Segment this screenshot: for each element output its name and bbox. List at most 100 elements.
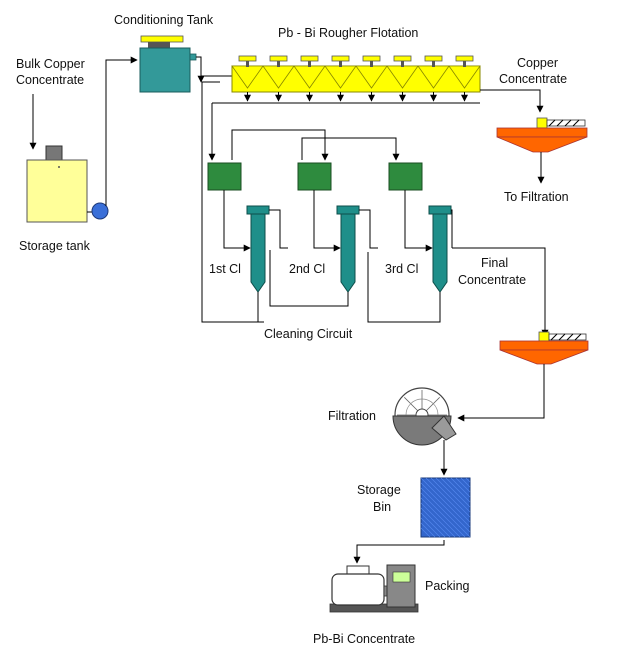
copper-thickener-drive — [536, 117, 548, 129]
rougher-cell-drive — [331, 55, 350, 62]
rougher-flotation-label: Pb - Bi Rougher Flotation — [278, 26, 418, 40]
copper-thickener-bridge — [546, 119, 586, 127]
copper-concentrate-label-1: Copper — [517, 56, 558, 70]
rougher-cell-drive — [300, 55, 319, 62]
cleaner-3-overflow — [451, 209, 453, 248]
final-thickener-drive — [538, 331, 550, 342]
rougher-cell-drive — [424, 55, 443, 62]
cleaner-3-label: 3rd Cl — [385, 262, 418, 276]
copper-concentrate-line — [480, 89, 544, 113]
cleaner-2-overflow — [359, 209, 378, 249]
storage-bin-label-1: Storage — [357, 483, 401, 497]
bin-hatch-line — [425, 477, 471, 523]
bin-hatch-line — [435, 477, 471, 513]
final-concentrate-label-1: Final — [481, 256, 508, 270]
bin-hatch-line — [440, 477, 471, 508]
cleaner-feed-line-3 — [404, 190, 433, 252]
feed-pump-icon — [91, 202, 109, 220]
final-thickener-truss — [550, 333, 582, 341]
cleaner-1-overflow — [269, 209, 288, 249]
cleaner-conditioner-2 — [297, 162, 332, 191]
rougher-cell-shaft — [432, 61, 435, 67]
thickener-to-filter-line — [457, 364, 545, 422]
cleaner-column-head-2 — [336, 205, 360, 215]
rougher-cell-drive — [393, 55, 412, 62]
packing-label: Packing — [425, 579, 470, 593]
rougher-cell-shaft — [308, 61, 311, 67]
storage-tank-motor — [45, 145, 63, 162]
rougher-cell-shaft — [370, 61, 373, 67]
copper-thickener-tank — [496, 127, 588, 138]
storage-bin-label-2: Bin — [373, 500, 391, 514]
bin-hatch-line — [455, 477, 471, 493]
conditioning-tank-label: Conditioning Tank — [114, 13, 214, 27]
storage-tank-mark — [58, 166, 60, 168]
conditioning-agitator-drive — [140, 35, 184, 43]
conditioning-tank — [139, 47, 191, 93]
pb-bi-concentrate-label: Pb-Bi Concentrate — [313, 632, 415, 646]
rougher-cell-drive — [455, 55, 474, 62]
bin-hatch-line — [445, 477, 471, 503]
storage-bin — [420, 477, 471, 538]
final-thickener-tank — [499, 340, 589, 351]
final-concentrate-line — [452, 247, 549, 337]
drum-filter-discharge — [431, 415, 457, 441]
rougher-cell-drive — [362, 55, 381, 62]
bin-to-packing-line — [353, 540, 445, 564]
storage-tank-label: Storage tank — [19, 239, 91, 253]
bin-hatch-line — [430, 477, 471, 518]
bin-hatch-line — [465, 477, 471, 483]
packing-display — [392, 571, 411, 583]
bin-hatch-line — [420, 482, 471, 533]
bin-hatch-line — [450, 477, 471, 498]
bin-hatch-line — [420, 517, 441, 538]
cleaner-column-head-3 — [428, 205, 452, 215]
bin-hatch-line — [420, 507, 451, 538]
conditioning-agitator-shaft — [148, 42, 170, 48]
rougher-cell-shaft — [246, 61, 249, 67]
copper-thickener-cone — [496, 136, 588, 153]
packing-body — [331, 573, 385, 606]
rougher-cell-shaft — [463, 61, 466, 67]
storage-tank — [26, 159, 88, 223]
recirc-line-1 — [231, 129, 329, 161]
final-concentrate-label-2: Concentrate — [458, 273, 526, 287]
rougher-cell-shaft — [277, 61, 280, 67]
cleaner-column-1 — [250, 213, 266, 293]
packing-machine — [329, 564, 419, 613]
copper-thickener — [496, 117, 588, 153]
cleaner-feed-line-1 — [223, 190, 251, 252]
cleaner-conditioner-1 — [207, 162, 242, 191]
rougher-flotation-bank — [231, 55, 481, 102]
cleaner-2-tails — [269, 250, 349, 307]
bin-hatch-line — [420, 497, 461, 538]
pump-to-conditioning-line — [105, 56, 138, 206]
bulk-copper-label-1: Bulk Copper — [16, 57, 85, 71]
bin-hatch-line — [420, 492, 466, 538]
bulk-copper-label-2: Concentrate — [16, 73, 84, 87]
bin-hatch-line — [420, 527, 431, 538]
cleaning-circuit-label: Cleaning Circuit — [264, 327, 353, 341]
bin-hatch-line — [420, 522, 436, 538]
bin-hatch-line — [420, 477, 471, 528]
cleaner-conditioner-3 — [388, 162, 423, 191]
copper-concentrate-label-2: Concentrate — [499, 72, 567, 86]
recirc-line-2 — [301, 137, 400, 161]
cleaner-1-label: 1st Cl — [209, 262, 241, 276]
copper-thickener-truss — [548, 119, 580, 127]
cleaner-feed-line-2 — [313, 190, 341, 252]
rougher-cell-drive — [238, 55, 257, 62]
rougher-cell-shaft — [401, 61, 404, 67]
cleaner-tails-return-line — [201, 81, 264, 323]
final-thickener-cone — [499, 349, 589, 365]
cleaner-column-2 — [340, 213, 356, 293]
bin-hatch-line — [420, 502, 456, 538]
bin-hatch-line — [460, 477, 471, 488]
rougher-cell-shaft — [339, 61, 342, 67]
cleaner-3-tails — [367, 252, 441, 323]
cleaner-2-label: 2nd Cl — [289, 262, 325, 276]
cleaner-column-head-1 — [246, 205, 270, 215]
final-thickener — [499, 331, 589, 365]
drum-filter — [392, 387, 457, 446]
